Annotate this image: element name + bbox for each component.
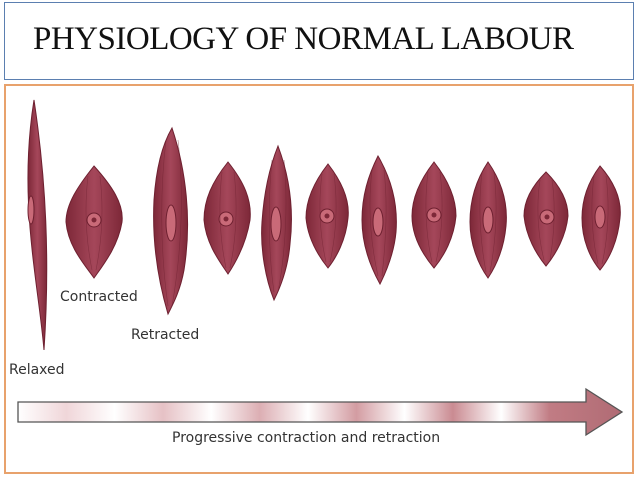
nucleus-icon xyxy=(482,206,494,234)
cell-4 xyxy=(203,161,251,275)
progress-arrow xyxy=(17,387,624,437)
cell-9 xyxy=(469,161,507,279)
title-box: PHYSIOLOGY OF NORMAL LABOUR xyxy=(4,2,634,80)
label-contracted: Contracted xyxy=(60,289,138,305)
cell-contracted xyxy=(65,165,123,279)
cell-6 xyxy=(305,163,349,269)
slide-title: PHYSIOLOGY OF NORMAL LABOUR xyxy=(33,21,574,57)
cell-7 xyxy=(361,154,397,286)
cell-5 xyxy=(261,144,292,302)
cell-retracted xyxy=(153,126,189,316)
nucleus-icon xyxy=(372,207,384,237)
striations xyxy=(85,139,609,307)
label-relaxed: Relaxed xyxy=(9,362,65,378)
cell-11 xyxy=(581,165,621,271)
nucleus-icon xyxy=(270,206,282,242)
cell-8 xyxy=(411,161,457,269)
arrow-caption: Progressive contraction and retraction xyxy=(172,430,440,446)
cell-relaxed xyxy=(27,99,48,351)
label-retracted: Retracted xyxy=(131,327,199,343)
nucleus-icon xyxy=(594,205,606,229)
nucleus-icon xyxy=(27,195,35,225)
cell-10 xyxy=(523,171,569,267)
nucleus-icon xyxy=(165,204,177,242)
